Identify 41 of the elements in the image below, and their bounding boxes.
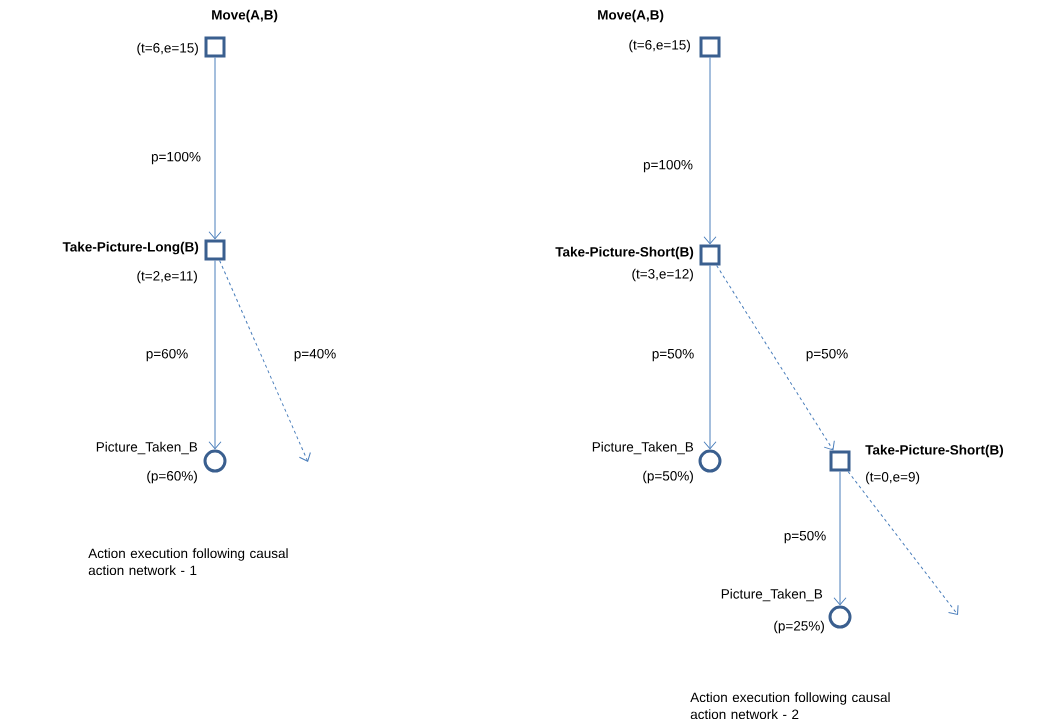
- edge-label: p=40%: [292, 347, 338, 363]
- node-caption: (p=50%): [643, 470, 693, 484]
- node-caption: (t=0,e=9): [866, 471, 920, 485]
- edge-label: p=50%: [782, 529, 828, 545]
- circle-node: [828, 605, 852, 629]
- node-caption: Picture_Taken_B: [96, 441, 198, 455]
- action-name: Move(A,B): [598, 9, 664, 23]
- caption: Action execution following causal action network - 2: [690, 692, 890, 720]
- arrow: [703, 265, 717, 450]
- node-caption: (t=2,e=11): [137, 270, 197, 284]
- arrow: [219, 260, 311, 462]
- node-caption: (t=6,e=15): [137, 42, 198, 56]
- action-name: Take-Picture-Long(B): [62, 241, 199, 255]
- arrow: [703, 57, 717, 245]
- edge-label: p=50%: [650, 347, 696, 363]
- action-name: Take-Picture-Short(B): [555, 246, 694, 260]
- node-caption: Picture_Taken_B: [721, 588, 823, 602]
- square-node: [204, 36, 226, 58]
- action-name: Move(A,B): [212, 9, 278, 23]
- circle-node: [203, 449, 227, 473]
- node-caption: (p=25%): [774, 620, 824, 634]
- square-node: [699, 244, 721, 266]
- edge-label: p=60%: [144, 347, 190, 363]
- arrow: [208, 57, 222, 240]
- edge-label: p=100%: [642, 158, 694, 174]
- node-caption: (t=3,e=12): [632, 268, 693, 282]
- arrow: [208, 260, 222, 450]
- node-caption: (t=6,e=15): [629, 39, 690, 53]
- edge-label: p=50%: [804, 347, 850, 363]
- circle-node: [698, 449, 722, 473]
- square-node: [829, 450, 851, 472]
- arrow: [847, 471, 959, 615]
- square-node: [699, 36, 721, 58]
- square-node: [204, 239, 226, 261]
- node-caption: Picture_Taken_B: [592, 441, 694, 455]
- edge-label: p=100%: [150, 150, 202, 166]
- arrow: [716, 265, 835, 451]
- node-caption: (p=60%): [147, 470, 197, 484]
- caption: Action execution following causal action network - 1: [88, 548, 288, 576]
- arrow: [833, 471, 847, 606]
- action-name: Take-Picture-Short(B): [865, 444, 1004, 458]
